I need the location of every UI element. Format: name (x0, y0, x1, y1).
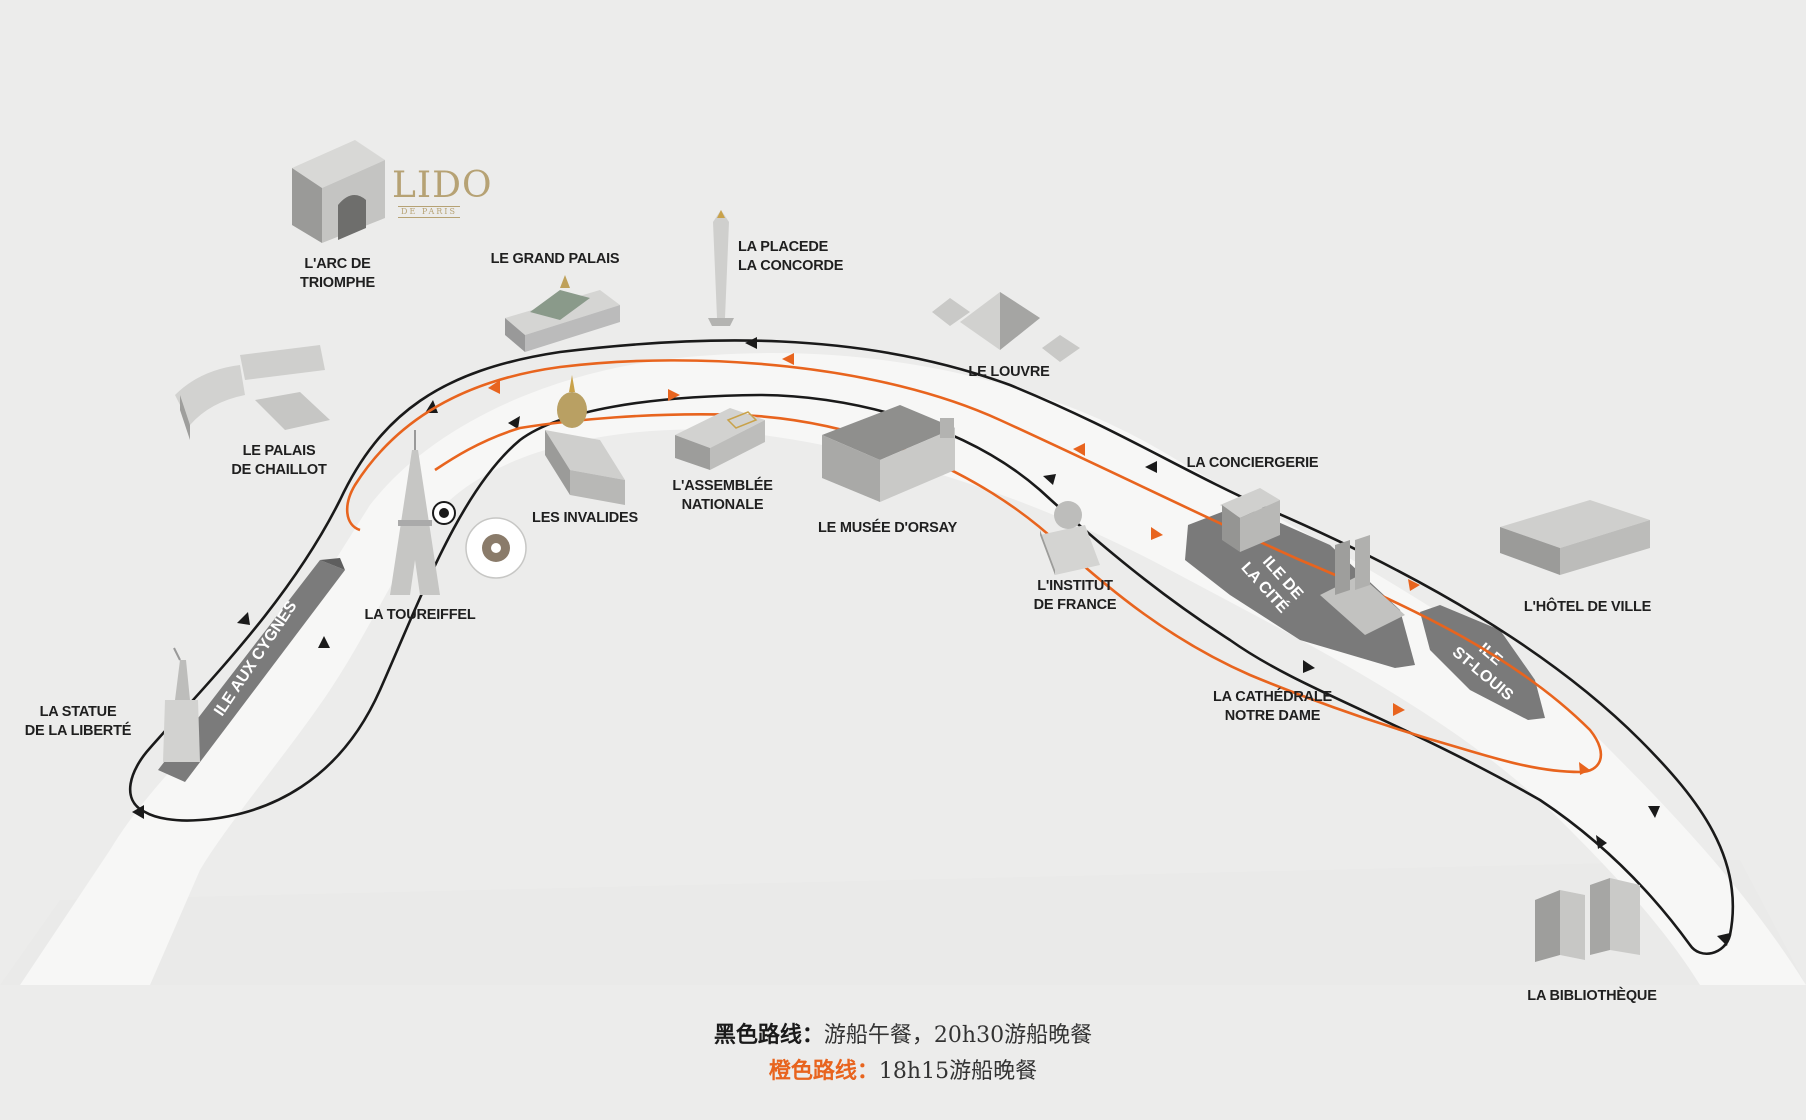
palais-chaillot-illustration (175, 345, 330, 440)
label-place-concorde: LA PLACEDE LA CONCORDE (738, 239, 844, 274)
arrow (508, 416, 520, 429)
arrow (425, 400, 438, 413)
label-tour-eiffel: LA TOUREIFFEL (364, 607, 476, 623)
label-hotel-de-ville: L'HÔTEL DE VILLE (1523, 599, 1652, 615)
conciergerie-illustration (1220, 488, 1280, 552)
arrow (782, 353, 794, 365)
arrow (1151, 527, 1163, 540)
arrow (318, 636, 330, 648)
arrow (1043, 474, 1056, 485)
arrow (1579, 762, 1590, 775)
notre-dame-illustration (1320, 535, 1405, 635)
arrow (745, 337, 757, 349)
lido-logo: LIDO DE PARIS (392, 165, 493, 218)
lido-logo-sub: DE PARIS (398, 206, 460, 218)
institut-illustration (1040, 501, 1100, 575)
legend-black-route: 黑色路线：游船午餐，20h30游船晚餐 (0, 1018, 1806, 1054)
arrow (1717, 933, 1730, 946)
label-louvre: LE LOUVRE (968, 364, 1050, 380)
grand-palais-illustration (505, 275, 620, 352)
arrow (237, 612, 250, 625)
black-route-arrows (132, 337, 1730, 946)
eiffel-tower-illustration (390, 430, 440, 595)
label-arc-de-triomphe: L'ARC DE TRIOMPHE (300, 256, 375, 291)
bateaux-parisiens-logo (465, 517, 527, 579)
label-palais-chaillot: LE PALAIS DE CHAILLOT (231, 443, 327, 478)
arrow (1408, 579, 1420, 591)
seine-river (20, 353, 1806, 985)
legend-orange-route: 橙色路线：18h15游船晚餐 (0, 1054, 1806, 1090)
bibliotheque-illustration (1535, 878, 1640, 962)
legend-orange-desc: 18h15游船晚餐 (878, 1059, 1038, 1084)
hotel-de-ville-illustration (1500, 500, 1650, 575)
obelisk-illustration (708, 210, 734, 326)
label-statue-liberte: LA STATUE DE LA LIBERTÉ (24, 704, 132, 739)
arrow (132, 805, 144, 819)
arrow (1303, 660, 1315, 673)
boat-dock-marker (432, 501, 456, 525)
label-bibliotheque: LA BIBLIOTHÈQUE (1527, 988, 1657, 1004)
arrow (1073, 443, 1085, 456)
route-legend: 黑色路线：游船午餐，20h30游船晚餐 橙色路线：18h15游船晚餐 (0, 1018, 1806, 1090)
legend-black-desc: 游船午餐，20h30游船晚餐 (823, 1023, 1093, 1048)
ile-st-louis: ILE ST-LOUIS (1420, 605, 1545, 720)
arrow (668, 389, 680, 401)
label-assemblee: L'ASSEMBLÉE NATIONALE (672, 478, 773, 513)
arc-de-triomphe-illustration (292, 140, 385, 243)
orsay-illustration (822, 405, 955, 502)
legend-orange-key: 橙色路线： (768, 1059, 879, 1084)
ground-plane (0, 860, 1806, 985)
arrow (1393, 703, 1405, 716)
orange-route (346, 359, 1603, 774)
label-orsay: LE MUSÉE D'ORSAY (817, 520, 958, 536)
label-grand-palais: LE GRAND PALAIS (490, 251, 620, 267)
statue-liberte-illustration (163, 647, 200, 762)
orange-route-arrows (488, 353, 1590, 775)
invalides-illustration (545, 375, 625, 505)
black-route (128, 339, 1735, 955)
assemblee-illustration (675, 408, 765, 470)
label-conciergerie: LA CONCIERGERIE (1186, 455, 1319, 471)
label-invalides: LES INVALIDES (532, 510, 638, 526)
lido-logo-name: LIDO (392, 165, 493, 206)
legend-black-key: 黑色路线： (713, 1023, 824, 1048)
arrow (1145, 461, 1157, 473)
louvre-pyramids-illustration (932, 292, 1080, 362)
arrow (488, 380, 500, 394)
label-notre-dame: LA CATHÉDRALE NOTRE DAME (1212, 689, 1333, 724)
arrow (1596, 835, 1607, 849)
label-institut: L'INSTITUT DE FRANCE (1033, 578, 1117, 613)
arrow (1648, 806, 1660, 818)
